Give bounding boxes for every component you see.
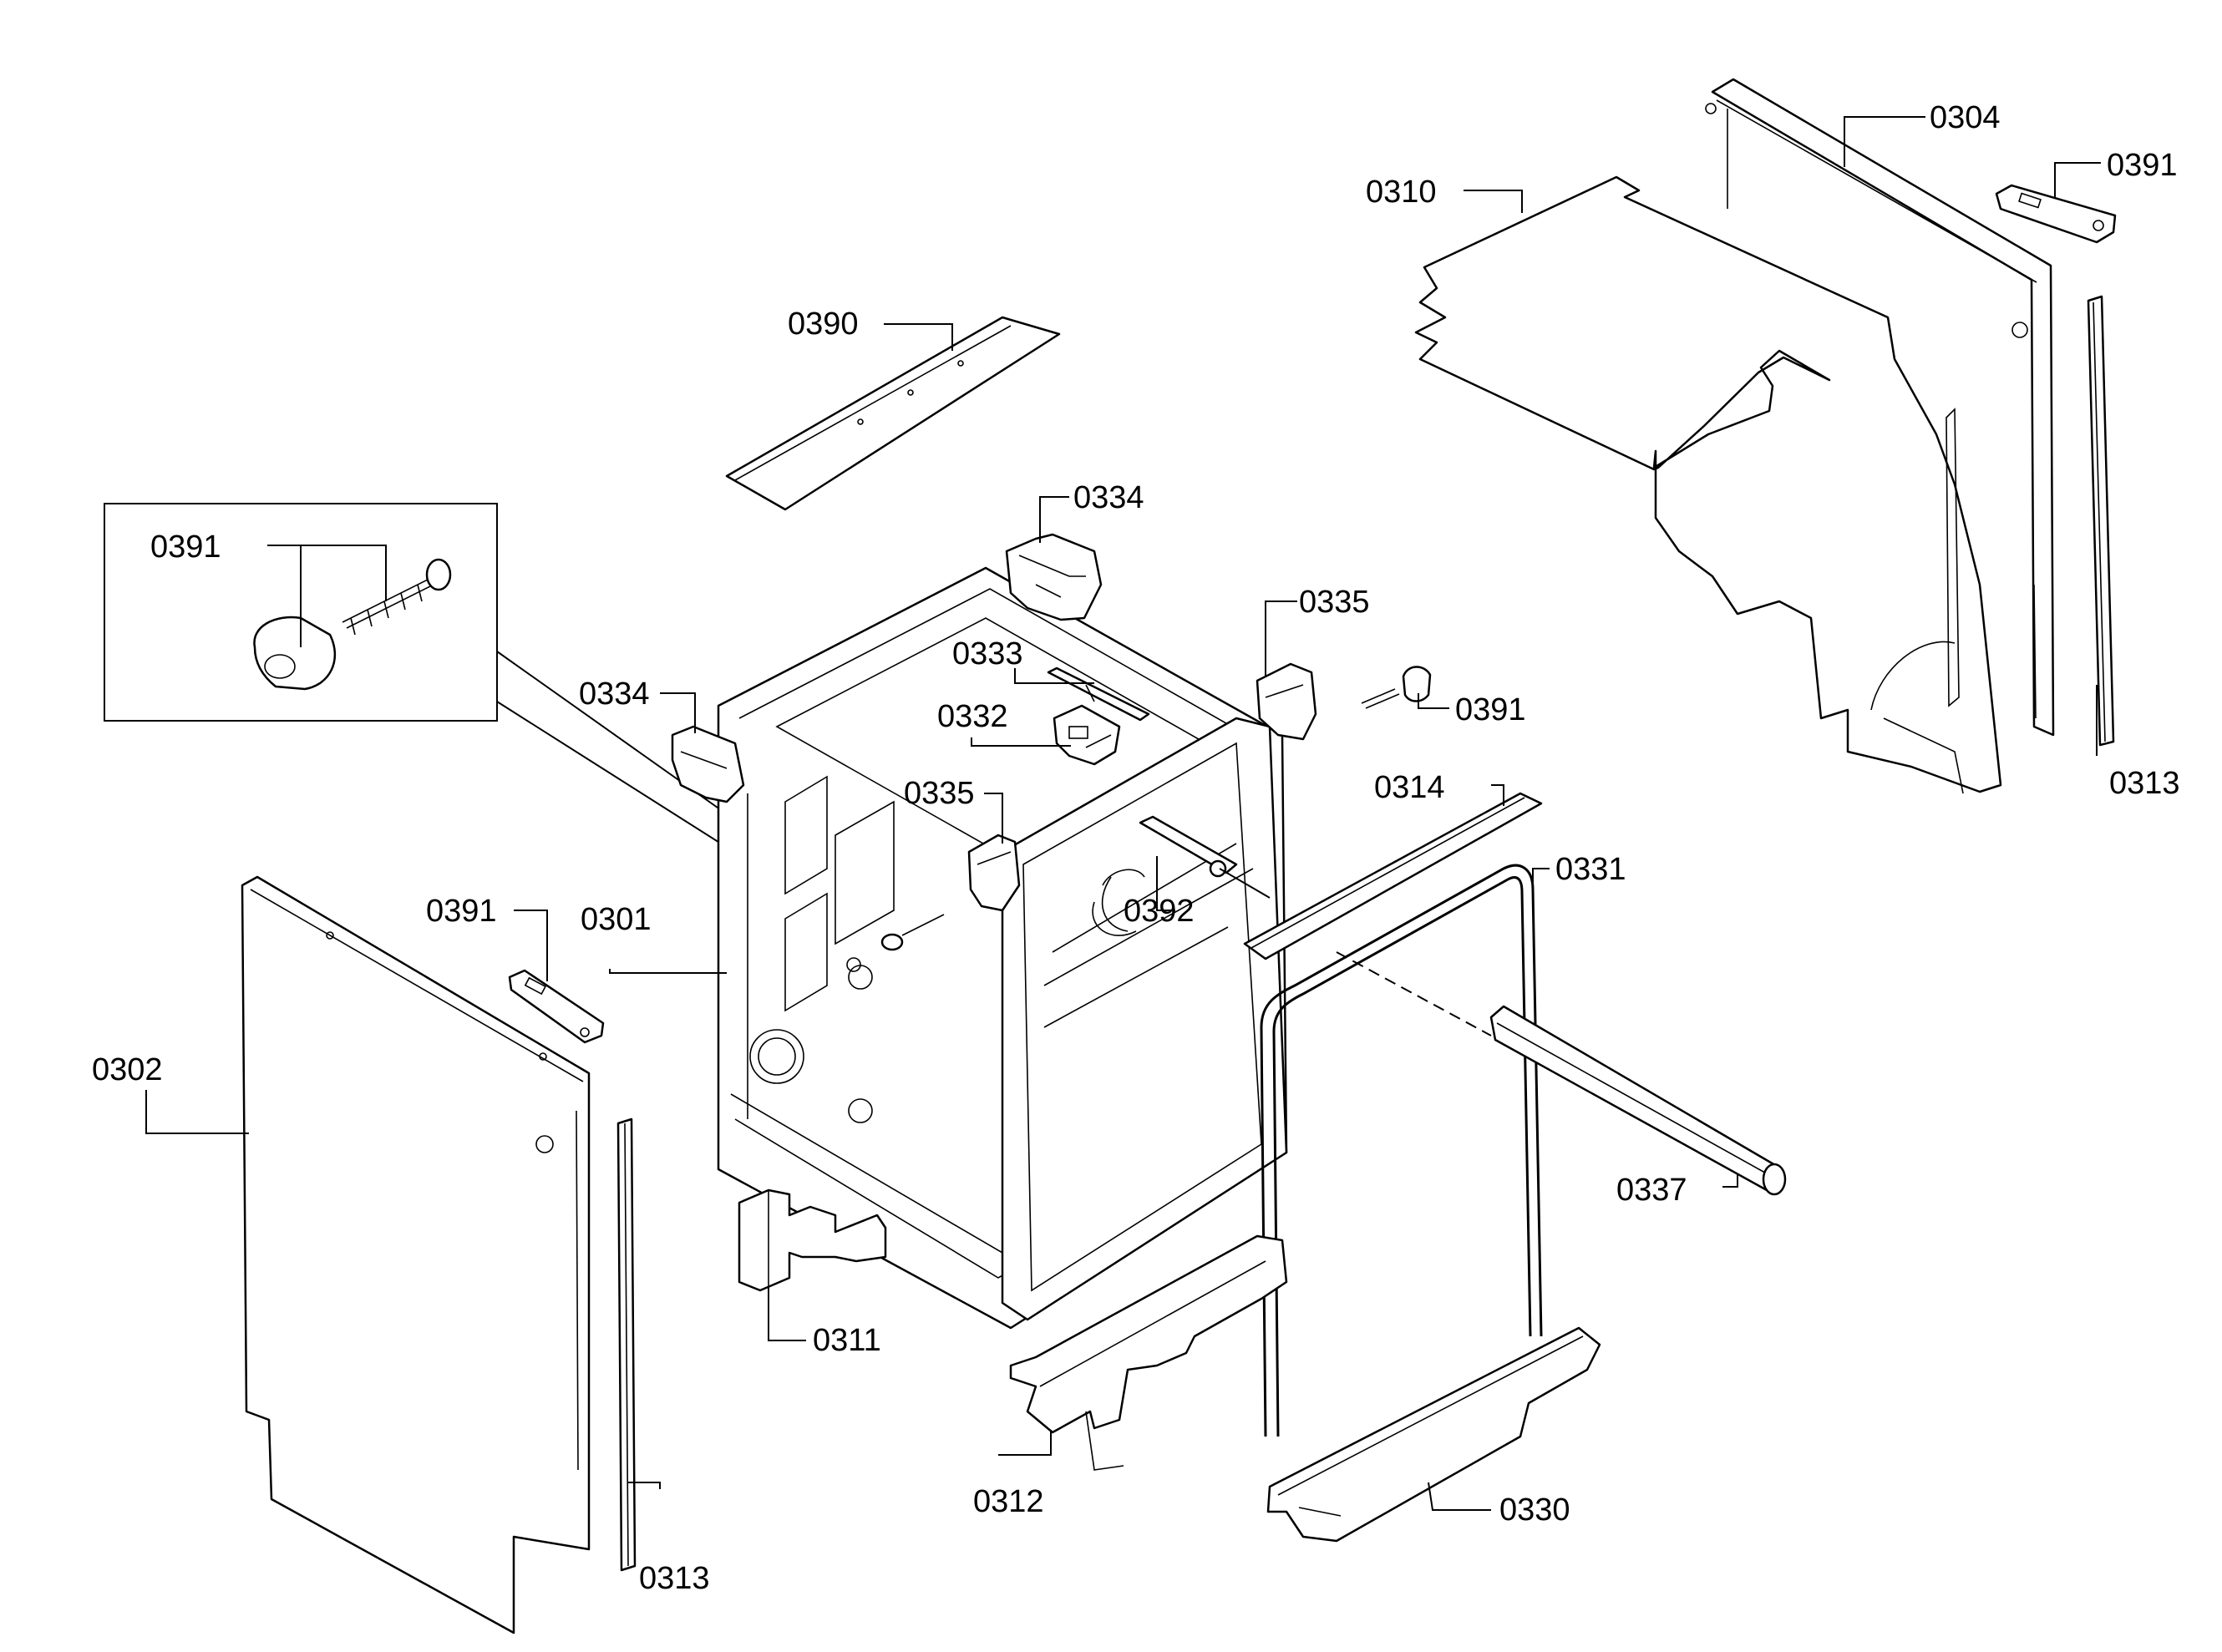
alignment-dash-line bbox=[1336, 951, 1492, 1036]
label-0391-top: 0391 bbox=[2107, 148, 2178, 183]
label-0302: 0302 bbox=[92, 1052, 163, 1087]
label-0390: 0390 bbox=[788, 307, 859, 342]
part-0392-hinge-arm bbox=[1101, 815, 1271, 932]
part-labels: 0304 0391 0310 0390 0334 0391 0335 0333 … bbox=[92, 100, 2180, 1596]
label-0333: 0333 bbox=[952, 636, 1023, 671]
label-0330: 0330 bbox=[1499, 1492, 1570, 1528]
label-0313-right: 0313 bbox=[2109, 766, 2180, 801]
label-0391-left: 0391 bbox=[426, 894, 497, 929]
part-0333-latch bbox=[1047, 666, 1150, 722]
label-0313-left: 0313 bbox=[639, 1561, 710, 1596]
part-0391-foot-mid bbox=[1361, 666, 1432, 709]
label-0392: 0392 bbox=[1124, 894, 1195, 929]
part-0313-seal-strip-left bbox=[616, 1117, 637, 1572]
label-0301: 0301 bbox=[581, 902, 652, 937]
label-0334-left: 0334 bbox=[579, 677, 650, 712]
part-0390-top-plate bbox=[725, 316, 1061, 511]
part-0314-top-rail bbox=[1243, 792, 1543, 960]
label-0314: 0314 bbox=[1374, 770, 1445, 805]
part-0391-bracket-top bbox=[1995, 184, 2117, 244]
part-0391-bracket-left bbox=[508, 969, 605, 1044]
part-0311-insulation-block bbox=[738, 1188, 887, 1292]
part-0312-bottom-mat bbox=[1009, 1234, 1288, 1471]
part-0310-insulation-mat bbox=[1414, 175, 2002, 794]
part-0313-seal-strip-right bbox=[2087, 295, 2115, 747]
label-0312: 0312 bbox=[973, 1484, 1044, 1519]
part-0334-bracket-left bbox=[671, 725, 745, 803]
label-0335-mid: 0335 bbox=[904, 776, 975, 811]
part-0330-trough bbox=[1266, 1326, 1601, 1543]
label-0391-mid: 0391 bbox=[1455, 692, 1526, 727]
part-0302-side-panel bbox=[241, 875, 591, 1634]
part-0335-bracket-right bbox=[1256, 662, 1317, 741]
label-0335-right: 0335 bbox=[1299, 585, 1370, 620]
leader-lines bbox=[145, 116, 2101, 1511]
part-0331-door-seal bbox=[1260, 864, 1543, 1437]
part-0335-bracket-mid bbox=[967, 834, 1021, 912]
label-0334-top: 0334 bbox=[1073, 480, 1144, 515]
part-0334-bracket-top bbox=[1005, 533, 1103, 621]
part-0304-rear-panel bbox=[1705, 78, 2055, 737]
label-0311: 0311 bbox=[813, 1323, 881, 1358]
label-0304: 0304 bbox=[1930, 100, 2001, 135]
label-0391-inset: 0391 bbox=[150, 530, 221, 565]
part-0337-rail bbox=[1489, 1005, 1787, 1196]
label-0310: 0310 bbox=[1366, 175, 1437, 210]
label-0332: 0332 bbox=[937, 699, 1008, 734]
label-0337: 0337 bbox=[1616, 1173, 1687, 1208]
inset-box-0391 bbox=[104, 503, 498, 722]
label-0331: 0331 bbox=[1555, 852, 1626, 887]
